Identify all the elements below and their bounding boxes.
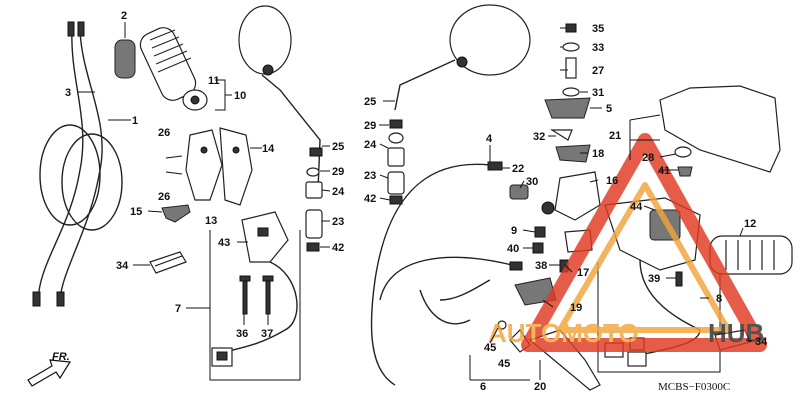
label-43: 43 [218,237,230,249]
front-direction-arrow: FR. [27,351,72,387]
label-45b: 45 [498,358,510,370]
watermark-text-secondary: HUB [708,318,764,348]
right-grip-part [709,235,793,275]
label-17: 17 [577,267,589,279]
label-8: 8 [716,293,722,305]
label-22: 22 [512,163,524,175]
label-16: 16 [606,175,618,187]
right-mirror-adapter-stack [387,119,405,205]
label-38: 38 [535,260,547,272]
label-20: 20 [534,381,546,393]
label-19: 19 [570,302,582,314]
automotohub-watermark: AUTOMOTO HUB [488,133,767,352]
label-5: 5 [606,103,612,115]
throttle-cables [32,21,123,307]
screws-part [239,275,274,315]
label-21: 21 [609,130,621,142]
label-2: 2 [121,10,127,22]
master-cylinder-cap-stack [544,23,591,163]
label-24b: 24 [364,139,377,151]
part-number-labels: 2 3 1 11 10 26 14 26 15 13 43 34 7 36 37… [65,10,768,393]
label-24a: 24 [332,186,345,198]
label-44: 44 [630,201,643,213]
headlight-cowl-part [659,85,781,177]
fr-label: FR. [52,351,70,363]
label-42b: 42 [364,193,376,205]
right-mirror-part [394,4,531,111]
label-34b: 34 [755,336,768,348]
label-12: 12 [744,218,756,230]
clutch-cables [370,161,523,386]
label-35: 35 [592,23,604,35]
label-26a: 26 [158,127,170,139]
label-7: 7 [175,303,181,315]
label-26b: 26 [158,191,170,203]
label-4: 4 [486,133,493,145]
label-37: 37 [261,328,273,340]
label-28: 28 [642,152,654,164]
label-18: 18 [592,148,604,160]
left-switch-part [241,211,289,263]
label-6: 6 [480,381,486,393]
leader-lines [77,22,753,381]
label-29b: 29 [364,120,376,132]
label-34a: 34 [116,260,129,272]
label-25b: 25 [364,96,376,108]
label-31: 31 [592,87,604,99]
cable-clamp-part [161,204,191,223]
left-switch-harness [224,261,298,353]
grip-rubber-part [114,39,136,79]
label-11: 11 [208,75,220,87]
label-13: 13 [205,215,217,227]
left-mirror-part [238,5,321,191]
label-3: 3 [65,87,71,99]
label-10: 10 [234,90,246,102]
label-1: 1 [132,115,138,127]
label-39: 39 [648,273,660,285]
label-30: 30 [526,176,538,188]
throttle-housing-part [185,127,253,206]
label-15: 15 [130,206,142,218]
label-36: 36 [236,328,248,340]
label-25a: 25 [332,141,344,153]
label-41: 41 [658,165,670,177]
wire-clip-left-part [149,251,187,274]
label-42a: 42 [332,242,344,254]
label-29a: 29 [332,166,344,178]
label-32: 32 [533,131,545,143]
label-9: 9 [511,225,517,237]
label-40: 40 [507,243,519,255]
label-27: 27 [592,65,604,77]
diagram-code: MCBS−F0300C [658,381,730,393]
label-33: 33 [592,42,604,54]
master-cylinder-part [509,171,601,221]
label-23a: 23 [332,216,344,228]
right-connector-part-2 [627,351,647,367]
label-45a: 45 [484,342,496,354]
throttle-grip-part [139,27,208,111]
watermark-text-primary: AUTOMOTO [488,318,639,348]
label-14: 14 [262,143,275,155]
label-23b: 23 [364,170,376,182]
